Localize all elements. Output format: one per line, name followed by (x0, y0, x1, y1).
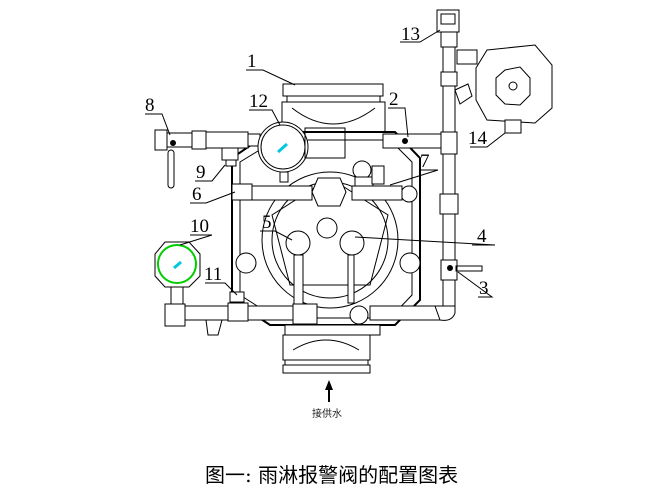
alarm-bell (475, 44, 553, 134)
inlet-label: 接供水 (312, 407, 342, 420)
leader-lines (145, 29, 506, 298)
vertical-riser (439, 31, 483, 307)
part-label-8: 8 (145, 95, 155, 116)
part-label-11: 11 (204, 264, 222, 285)
part-label-7: 7 (420, 151, 430, 172)
pressure-switch (436, 9, 460, 33)
part-label-10: 10 (190, 216, 209, 237)
pressure-gauge-12 (257, 121, 346, 183)
figure-caption: 图一: 雨淋报警阀的配置图表 (205, 463, 458, 487)
part-label-5: 5 (262, 212, 272, 233)
part-label-9: 9 (196, 162, 206, 183)
pressure-gauge-10 (154, 241, 201, 305)
part-label-12: 12 (249, 91, 268, 112)
part-label-2: 2 (389, 89, 399, 110)
part-label-6: 6 (192, 184, 202, 205)
part-label-1: 1 (247, 51, 257, 72)
part-label-14: 14 (468, 128, 488, 149)
part-label-13: 13 (401, 24, 420, 45)
part-label-4: 4 (477, 226, 487, 247)
valve-body (231, 83, 421, 374)
trim-pipes (154, 129, 456, 336)
inlet-arrow (325, 380, 333, 402)
part-label-3: 3 (479, 278, 489, 299)
